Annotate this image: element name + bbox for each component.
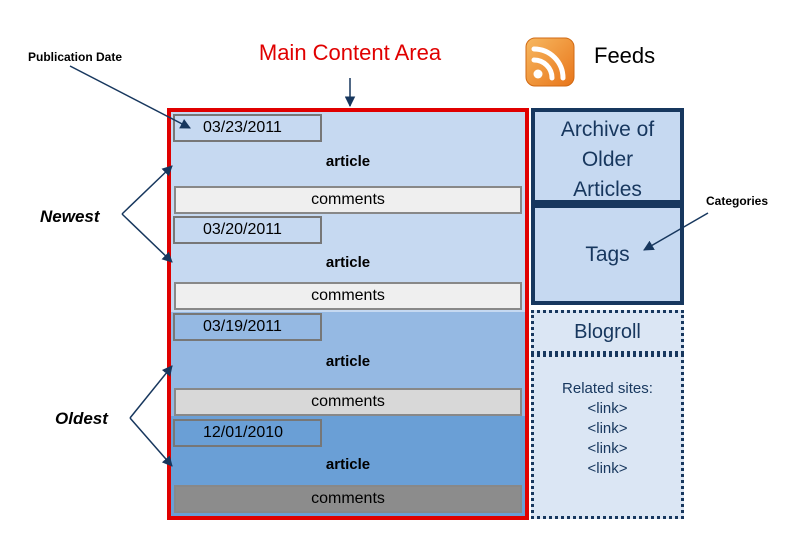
archive-line-1: Archive of <box>560 118 655 141</box>
archive-of-older-articles: Archive of Older Articles <box>531 108 684 204</box>
rss-feed-icon <box>525 37 575 87</box>
related-link-3: <link> <box>587 440 628 457</box>
post-4-comments: comments <box>174 485 522 513</box>
newest-arrow-down <box>121 213 173 263</box>
oldest-arrow-up <box>129 365 173 419</box>
archive-line-3: Articles <box>573 178 642 201</box>
archive-line-2: Older <box>581 148 634 171</box>
newest-label: Newest <box>40 207 100 226</box>
main-content-area <box>167 108 529 520</box>
blogroll-label: Blogroll <box>574 321 641 343</box>
related-sites-title: Related sites: <box>562 380 653 397</box>
publication-date-label: Publication Date <box>28 50 123 64</box>
post-3-date: 03/19/2011 <box>173 313 322 341</box>
categories-label: Categories <box>706 194 769 208</box>
feeds-label: Feeds <box>594 43 656 68</box>
post-2-date: 03/20/2011 <box>173 216 322 244</box>
related-sites-box: Related sites: <link> <link> <link> <lin… <box>531 354 684 519</box>
post-1-date: 03/23/2011 <box>173 114 322 142</box>
main-content-area-title: Main Content Area <box>258 40 442 65</box>
related-link-1: <link> <box>587 400 628 417</box>
tags-label: Tags <box>585 243 630 266</box>
blogroll-box: Blogroll <box>531 310 684 354</box>
post-2-article: article <box>325 254 371 271</box>
post-3-article: article <box>325 353 371 370</box>
newest-arrow-up <box>121 165 173 215</box>
post-4-article: article <box>325 456 371 473</box>
tags-box: Tags <box>531 204 684 305</box>
related-link-2: <link> <box>587 420 628 437</box>
oldest-label: Oldest <box>55 409 108 428</box>
post-4-date: 12/01/2010 <box>173 419 322 447</box>
oldest-arrow-down <box>129 417 173 467</box>
post-2-comments: comments <box>174 282 522 310</box>
related-link-4: <link> <box>587 460 628 477</box>
post-1-comments: comments <box>174 186 522 214</box>
post-3-comments: comments <box>174 388 522 416</box>
categories-arrow <box>643 212 709 251</box>
post-1-article: article <box>325 153 371 170</box>
publication-date-arrow <box>69 65 191 129</box>
